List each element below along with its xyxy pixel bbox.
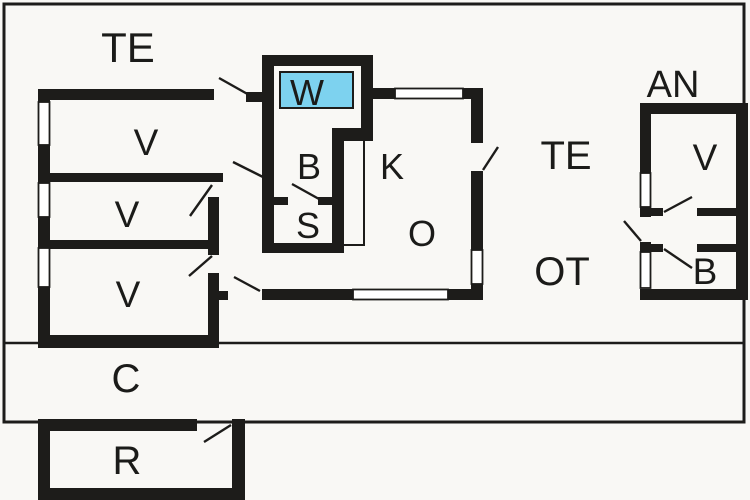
door-swing: [233, 275, 261, 293]
wall-segment: [697, 244, 736, 252]
door-swings: [188, 76, 693, 444]
door-swing: [218, 76, 252, 98]
room-label-v2: V: [115, 194, 140, 235]
door-swing: [189, 184, 213, 217]
window-marker: [37, 101, 51, 146]
door-swing: [291, 182, 320, 201]
window-marker: [639, 172, 652, 208]
room-label-b: B: [297, 146, 321, 187]
room-label-k: K: [380, 146, 404, 187]
wall-segment: [208, 273, 219, 348]
wall-segment: [208, 197, 219, 255]
wall-segment: [332, 128, 344, 253]
door-swing: [232, 160, 266, 180]
window-marker: [37, 182, 51, 218]
room-label-o: O: [408, 213, 436, 254]
room-label-terrace-right: TE: [540, 134, 591, 178]
door-swing: [188, 255, 213, 277]
wall-segment: [213, 291, 228, 300]
wall-segment: [640, 289, 748, 300]
wall-segment: [38, 89, 214, 100]
room-label-w: W: [290, 72, 324, 113]
wall-segment: [640, 103, 748, 114]
door-swing: [481, 146, 500, 171]
wall-segment: [640, 242, 651, 252]
wall-segment: [318, 197, 344, 205]
walls: [38, 55, 748, 500]
room-label-s: S: [296, 205, 320, 246]
door-swing: [203, 423, 232, 444]
wall-segment: [262, 55, 373, 66]
window-marker: [639, 251, 652, 289]
wall-segment: [651, 244, 663, 252]
wall-segment: [262, 55, 274, 253]
window-marker: [394, 87, 464, 100]
wall-segment: [262, 243, 344, 253]
room-labels: TE V V V W B S K O TE OT AN V B C R: [101, 24, 717, 483]
room-label-annex: AN: [647, 64, 700, 106]
wall-segment: [38, 488, 245, 500]
wall-segment: [48, 173, 223, 182]
room-label-annex-b: B: [693, 251, 718, 292]
highlighted-room-w: [279, 71, 354, 109]
room-label-c: C: [112, 357, 141, 401]
door-swing: [663, 248, 693, 269]
wall-segment: [38, 419, 50, 500]
room-label-v3: V: [116, 274, 141, 315]
closet-partition: [344, 141, 365, 246]
wall-segment: [697, 208, 736, 216]
wall-segment: [332, 128, 373, 141]
room-label-ot: OT: [534, 250, 590, 294]
room-label-terrace-top: TE: [101, 24, 155, 71]
room-label-v1: V: [134, 122, 159, 163]
wall-segment: [262, 197, 288, 205]
wall-segment: [48, 240, 211, 249]
wall-segment: [640, 103, 651, 173]
door-swing: [663, 195, 693, 214]
wall-segment: [232, 419, 245, 500]
wall-segment: [38, 419, 197, 431]
wall-segment: [246, 92, 263, 102]
door-swing: [623, 220, 642, 242]
wall-segment: [471, 88, 483, 143]
room-label-annex-v: V: [693, 137, 718, 178]
wall-segment: [736, 103, 748, 300]
wall-segment: [640, 207, 651, 217]
wall-segment: [38, 335, 218, 348]
window-marker: [37, 247, 51, 288]
wall-segment: [651, 208, 663, 216]
windows: [37, 87, 652, 301]
room-label-r: R: [113, 439, 142, 483]
window-marker: [470, 249, 484, 285]
window-marker: [352, 288, 449, 301]
